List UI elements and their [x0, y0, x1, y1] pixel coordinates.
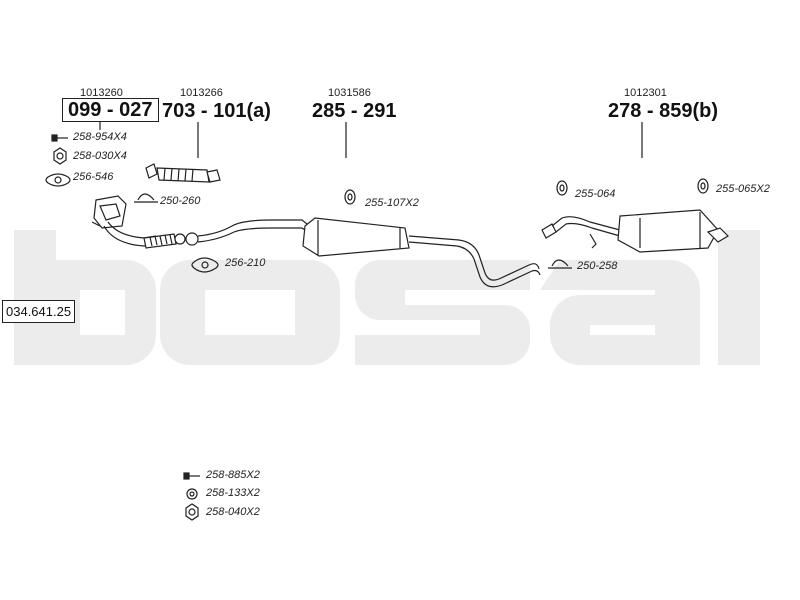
bolt-icon — [183, 472, 200, 480]
part-ref-2: 1013266 — [180, 87, 223, 99]
part-ref-4: 1012301 — [624, 87, 667, 99]
spring-washer-icon — [186, 488, 198, 500]
accessory-label: 258-133X2 — [206, 487, 260, 499]
accessory-label: 258-885X2 — [206, 469, 260, 481]
accessory-label: 256-546 — [73, 171, 114, 183]
accessory-label: 258-040X2 — [206, 506, 260, 518]
accessory-label: 250-258 — [577, 260, 618, 272]
clamp-icon — [548, 259, 572, 269]
part-number-2-variant: (a) — [246, 100, 271, 122]
bolt-icon — [51, 134, 68, 142]
part-number-3: 285 - 291 — [312, 100, 397, 122]
gasket-icon — [191, 257, 219, 273]
part-ref-3: 1031586 — [328, 87, 371, 99]
accessory-label: 256-210 — [225, 257, 266, 269]
accessory-label: 255-064 — [575, 188, 616, 200]
nut-icon — [53, 147, 67, 165]
accessory-label: 255-065X2 — [716, 183, 770, 195]
assembly-number: 034.641.25 — [2, 300, 76, 323]
clamp-icon — [134, 193, 158, 203]
accessory-label: 258-954X4 — [73, 131, 127, 143]
rubber-hanger-icon — [556, 180, 568, 196]
flex-pipe-703-101 — [145, 163, 221, 183]
rear-silencer — [541, 209, 729, 253]
part-number-4-main: 278 - 859 — [608, 100, 693, 122]
accessory-label: 258-030X4 — [73, 150, 127, 162]
accessory-label: 250-260 — [160, 195, 201, 207]
part-number-2-main: 703 - 101 — [162, 100, 247, 122]
part-number-2: 703 - 101(a) — [162, 100, 271, 123]
part-number-4: 278 - 859(b) — [608, 100, 718, 123]
middle-silencer-pipe — [185, 217, 541, 288]
flex-pipe-lower — [143, 233, 186, 249]
accessory-label: 255-107X2 — [365, 197, 419, 209]
part-ref-1: 1013260 — [80, 87, 123, 99]
rubber-hanger-icon — [344, 189, 356, 205]
gasket-icon — [45, 173, 71, 187]
nut-icon — [185, 503, 199, 521]
rubber-hanger-icon — [697, 178, 709, 194]
part-number-1: 099 - 027 — [62, 98, 159, 122]
part-number-4-variant: (b) — [692, 100, 719, 122]
